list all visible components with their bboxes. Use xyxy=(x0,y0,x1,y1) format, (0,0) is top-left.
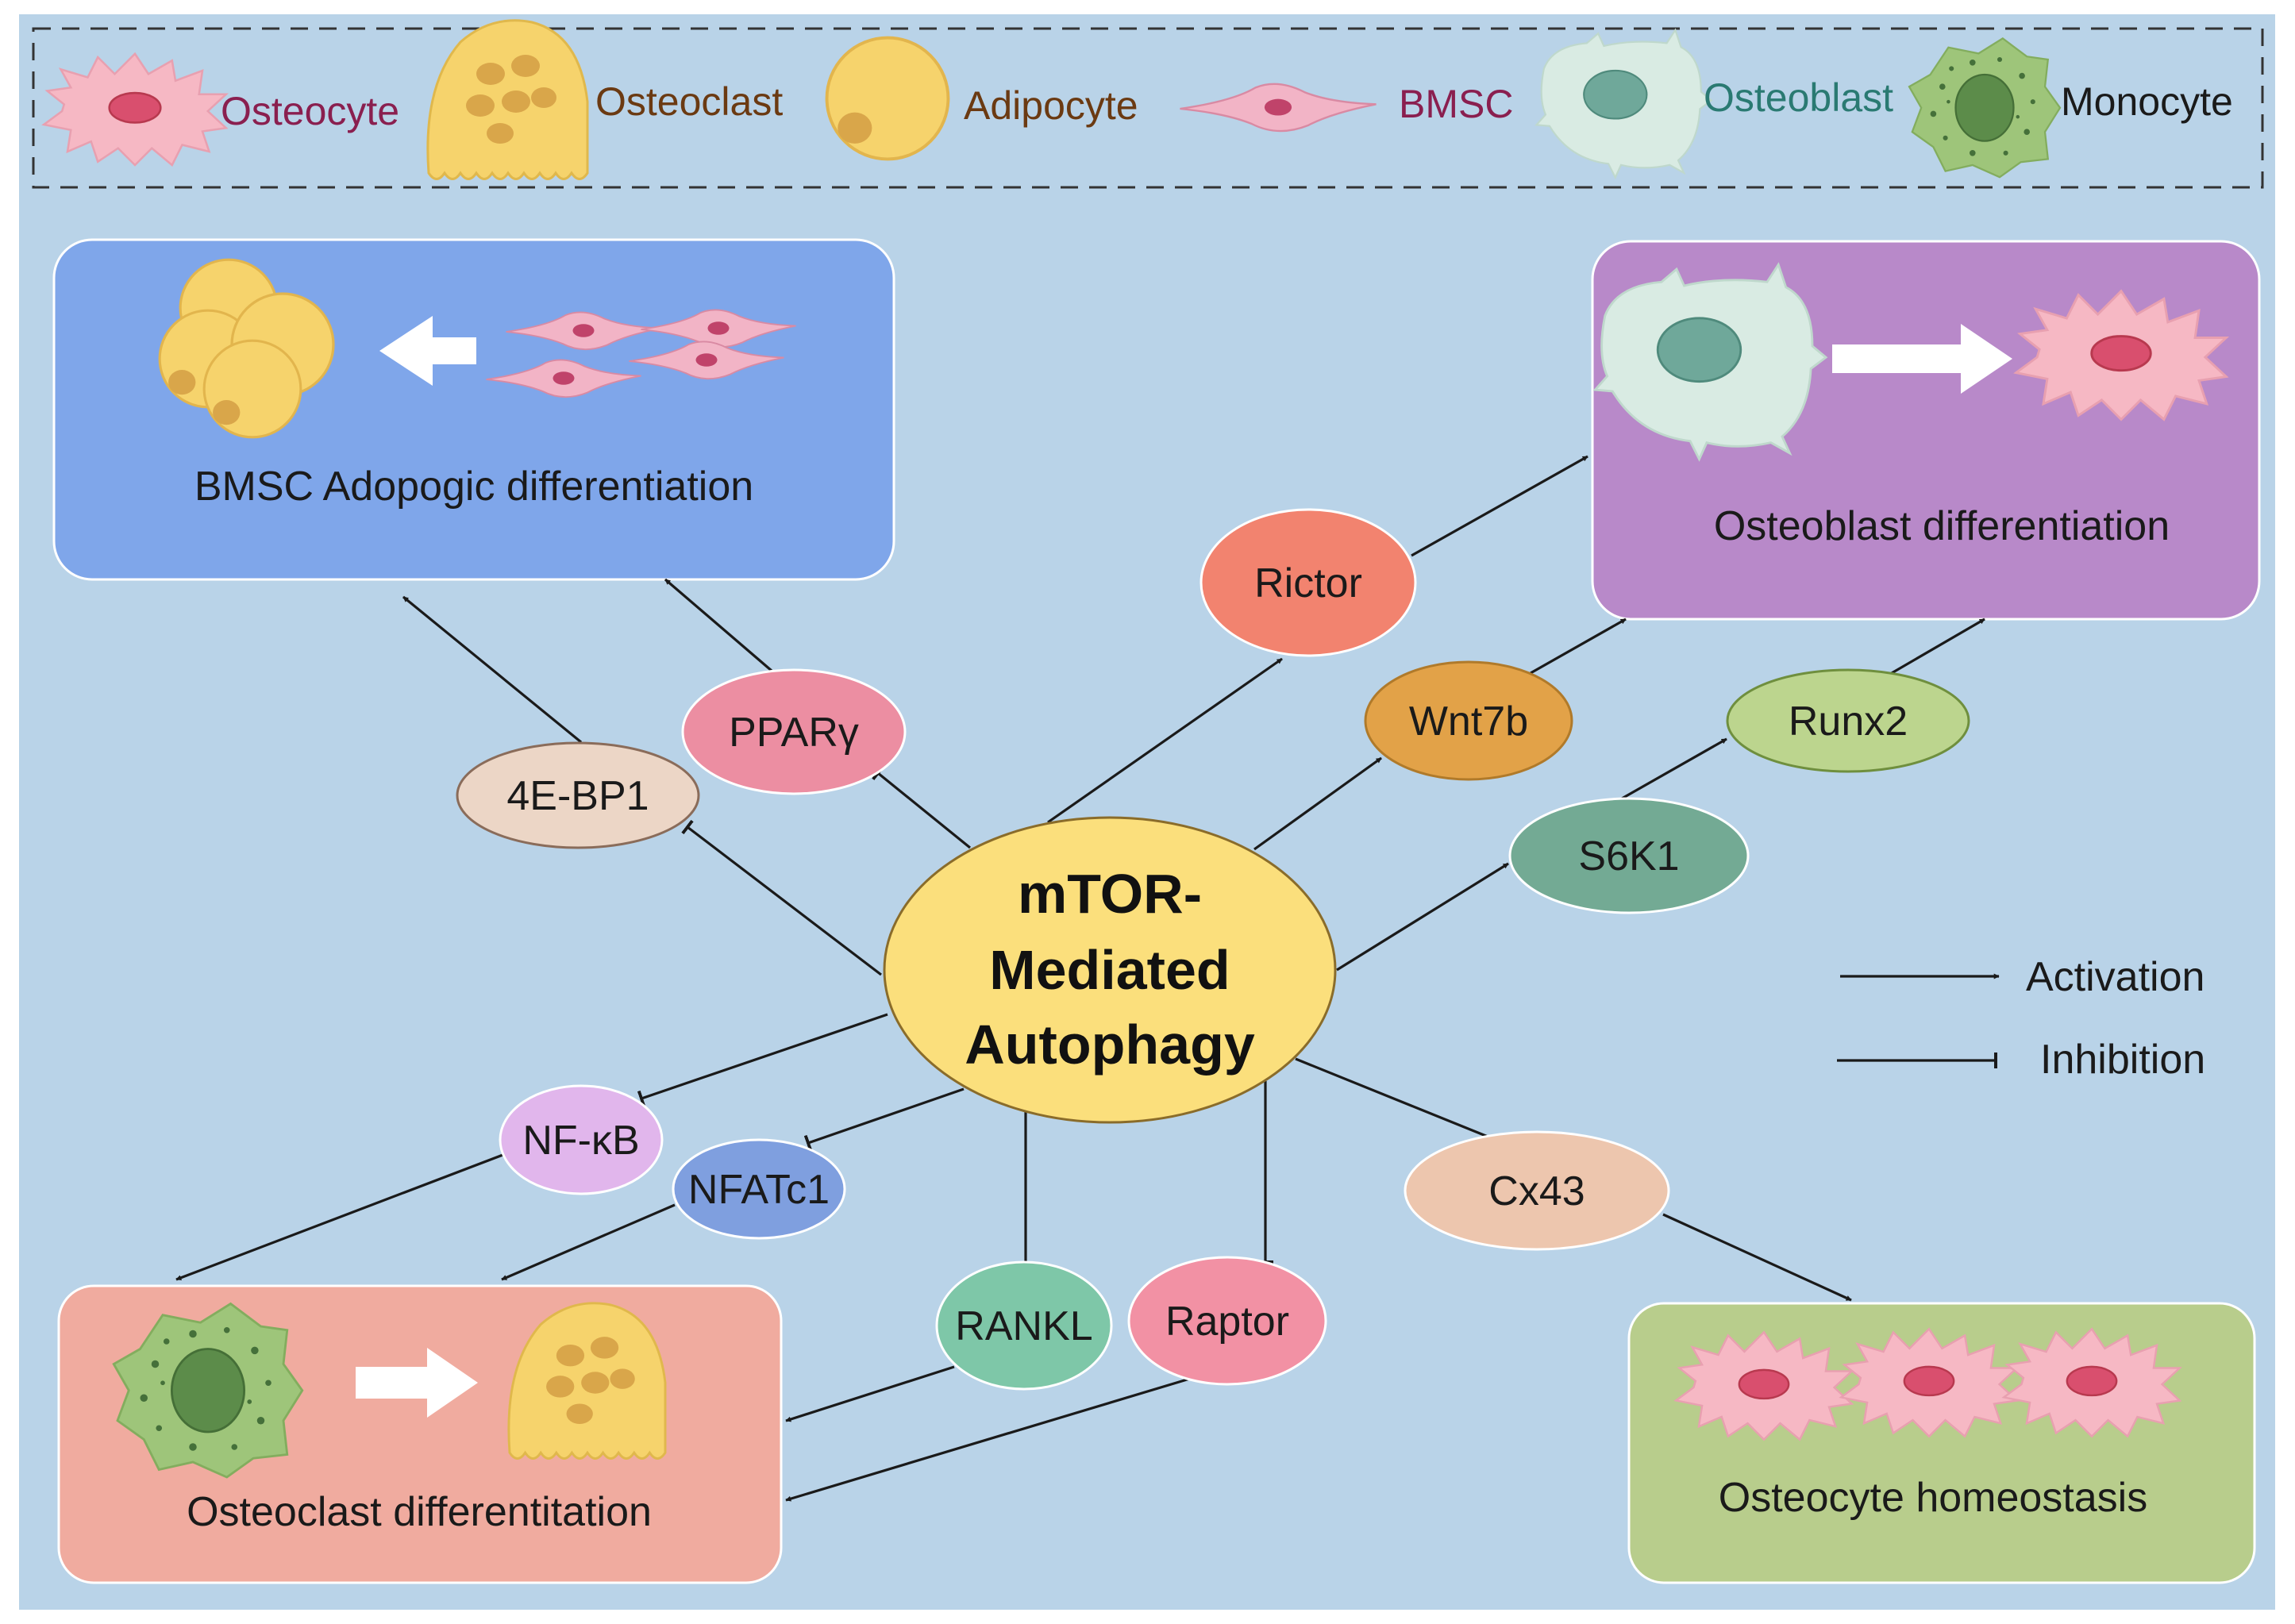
arrow-nfatc1-osteoclast xyxy=(501,1203,676,1281)
legend-adipocyte: Adipocyte xyxy=(964,83,1138,128)
node-wnt7b-label: Wnt7b xyxy=(1409,698,1528,745)
inhibit-center-nfatc1 xyxy=(803,1087,965,1152)
arrow-rictor-osteoblast xyxy=(1411,455,1588,557)
center-node: mTOR- Mediated Autophagy xyxy=(883,816,1337,1124)
box-bmsc-adipogenic-label: BMSC Adopogic differentiation xyxy=(194,464,753,510)
adipocyte-cluster-icon-4 xyxy=(202,339,302,439)
connections xyxy=(175,455,1985,1502)
node-rictor-label: Rictor xyxy=(1254,560,1362,606)
arrow-center-rictor xyxy=(1047,657,1283,824)
node-rictor: Rictor xyxy=(1199,508,1417,657)
arrow-center-wnt7b xyxy=(1253,756,1382,851)
center-line-1: mTOR- xyxy=(1018,863,1202,925)
legend-osteocyte: Osteocyte xyxy=(221,89,399,133)
node-raptor-label: Raptor xyxy=(1165,1299,1289,1345)
node-pparg-label: PPARγ xyxy=(729,710,859,756)
node-runx2-label: Runx2 xyxy=(1789,698,1908,745)
arrow-cx43-osteocyte xyxy=(1662,1213,1852,1302)
arrow-rankl-osteoclast xyxy=(785,1365,955,1422)
key-activation-label: Activation xyxy=(2026,954,2205,1000)
arrow-pparg-bmsc xyxy=(664,578,773,672)
node-raptor: Raptor xyxy=(1127,1256,1327,1386)
node-nfkb-label: NF-κB xyxy=(522,1118,639,1164)
node-cx43: Cx43 xyxy=(1404,1130,1670,1251)
legend-monocyte: Monocyte xyxy=(2061,79,2233,124)
box-osteoclast-diff: Osteoclast differentitation xyxy=(57,1284,783,1584)
box-osteocyte-homeo-label: Osteocyte homeostasis xyxy=(1719,1475,2147,1521)
white-arrow-left-icon xyxy=(379,316,476,386)
node-s6k1: S6K1 xyxy=(1508,797,1750,914)
white-arrow-right-icon-2 xyxy=(356,1348,478,1418)
node-runx2: Runx2 xyxy=(1726,668,1970,773)
node-pparg: PPARγ xyxy=(681,668,907,795)
key-inhibition-label: Inhibition xyxy=(2040,1037,2205,1083)
legend-bmsc: BMSC xyxy=(1399,82,1513,126)
arrow-center-s6k1 xyxy=(1336,862,1509,972)
center-line-2: Mediated xyxy=(989,939,1230,1001)
legend-frame xyxy=(32,27,2264,189)
arrow-nfkb-osteoclast xyxy=(175,1153,506,1281)
center-line-3: Autophagy xyxy=(965,1014,1255,1076)
box-bmsc-adipogenic: BMSC Adopogic differentiation xyxy=(52,238,895,581)
white-arrow-right-icon xyxy=(1832,324,2012,394)
inhibit-center-pparg xyxy=(872,765,972,849)
inhibit-center-ebp1 xyxy=(681,819,882,976)
box-osteoclast-diff-label: Osteoclast differentitation xyxy=(187,1489,652,1535)
adipocyte-icon xyxy=(825,36,950,161)
box-osteoblast-diff-label: Osteoblast differentiation xyxy=(1714,503,2170,549)
legend: Osteocyte Osteoclast Adipocyte BMSC Oste… xyxy=(32,19,2264,189)
box-osteoblast-diff: Osteoblast differentiation xyxy=(1591,240,2261,621)
node-4ebp1: 4E-BP1 xyxy=(456,741,700,849)
node-4ebp1-label: 4E-BP1 xyxy=(506,773,649,819)
arrow-key: Activation Inhibition xyxy=(1837,954,2205,1083)
node-nfkb: NF-κB xyxy=(499,1084,664,1195)
arrow-wnt7b-osteoblast xyxy=(1530,618,1627,675)
node-s6k1-label: S6K1 xyxy=(1578,833,1679,879)
arrow-s6k1-runx2 xyxy=(1615,737,1727,803)
node-cx43-label: Cx43 xyxy=(1488,1168,1585,1214)
node-nfatc1-label: NFATc1 xyxy=(688,1167,830,1213)
arrow-runx2-osteoblast xyxy=(1885,618,1985,678)
arrow-raptor-osteoclast xyxy=(785,1376,1193,1502)
arrow-center-cx43 xyxy=(1295,1057,1504,1145)
node-rankl-label: RANKL xyxy=(955,1303,1092,1349)
node-rankl: RANKL xyxy=(935,1260,1113,1391)
legend-osteoclast: Osteoclast xyxy=(595,79,783,124)
node-wnt7b: Wnt7b xyxy=(1364,660,1573,781)
node-nfatc1: NFATc1 xyxy=(672,1138,846,1240)
box-osteocyte-homeo: Osteocyte homeostasis xyxy=(1627,1302,2256,1584)
arrow-ebp1-bmsc xyxy=(402,595,583,744)
legend-osteoblast: Osteoblast xyxy=(1704,75,1893,120)
inhibit-center-nfkb xyxy=(637,1013,888,1107)
